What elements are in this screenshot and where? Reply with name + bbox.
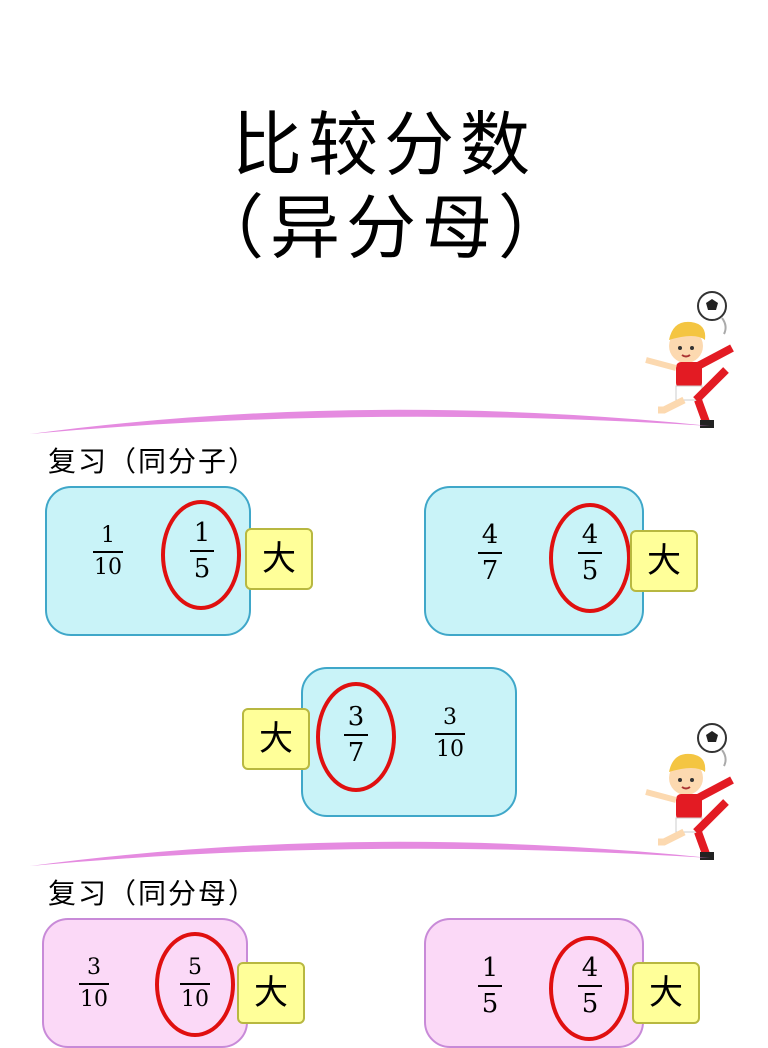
- divider-swoosh: [30, 409, 710, 434]
- page-title: 比较分数: [232, 104, 536, 186]
- soccer-boy-icon: [645, 723, 734, 860]
- selection-circle: [549, 503, 631, 613]
- selection-circle: [316, 682, 396, 792]
- answer-box: 大: [630, 530, 698, 592]
- answer-box: 大: [632, 962, 700, 1024]
- divider-swoosh: [30, 841, 710, 866]
- section-label-same-denominator: 复习（同分母）: [48, 877, 259, 910]
- answer-box: 大: [237, 962, 305, 1024]
- soccer-boy-icon: [645, 291, 734, 428]
- answer-box: 大: [245, 528, 313, 590]
- soccer-ball-icon: [697, 291, 727, 321]
- page-subtitle: （异分母）: [194, 187, 574, 269]
- soccer-ball-icon: [697, 723, 727, 753]
- selection-circle: [161, 500, 241, 610]
- answer-box: 大: [242, 708, 310, 770]
- section-label-same-numerator: 复习（同分子）: [48, 445, 259, 478]
